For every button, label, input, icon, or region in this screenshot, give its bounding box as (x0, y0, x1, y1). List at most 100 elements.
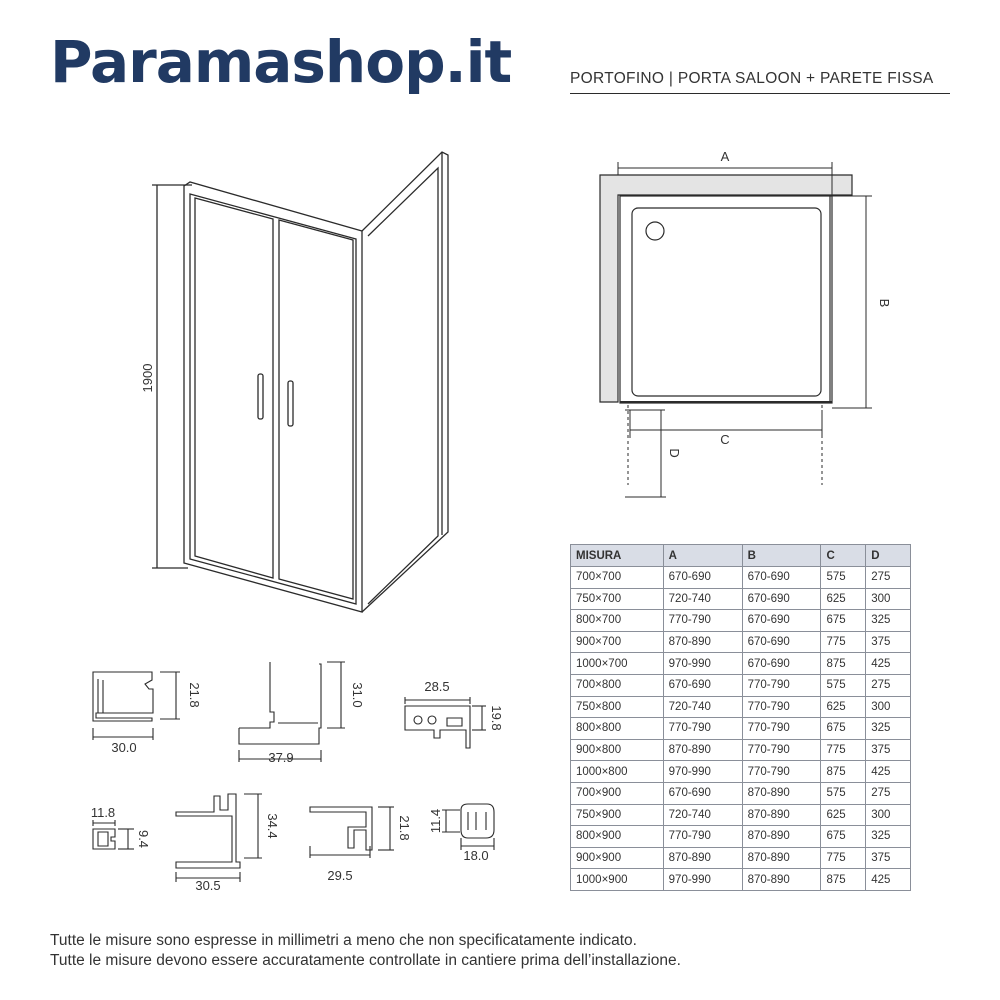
table-cell: 800×800 (570, 717, 664, 740)
table-cell: 900×800 (570, 738, 664, 762)
table-cell: 770-790 (741, 673, 822, 697)
profile-4-height: 9.4 (136, 830, 151, 848)
table-cell: 970-990 (662, 652, 743, 675)
table-cell: 875 (820, 652, 867, 675)
header-misura: MISURA (570, 544, 664, 567)
table-cell: 675 (820, 717, 867, 740)
table-cell: 870-890 (741, 825, 822, 848)
table-cell: 670-690 (662, 566, 743, 589)
table-cell: 670-690 (741, 652, 822, 675)
table-cell: 625 (820, 695, 867, 719)
fixed-panel (361, 151, 449, 613)
profile-4 (92, 820, 134, 850)
table-cell: 275 (865, 781, 911, 805)
notes: Tutte le misure sono espresse in millime… (50, 931, 950, 971)
table-header-row: MISURA A B C D (570, 544, 911, 567)
header-b: B (741, 544, 822, 567)
profile-6 (309, 806, 394, 858)
table-cell: 770-790 (741, 695, 822, 719)
table-cell: 670-690 (662, 673, 743, 697)
table-cell: 275 (865, 566, 911, 589)
table-cell: 870-890 (662, 738, 743, 762)
table-cell: 970-990 (662, 868, 743, 891)
table-cell: 425 (865, 652, 911, 675)
table-cell: 425 (865, 760, 911, 783)
label-a: A (721, 149, 730, 164)
table-cell: 870-890 (741, 803, 822, 827)
profile-1-height: 21.8 (187, 682, 202, 707)
table-cell: 375 (865, 630, 911, 654)
table-cell: 870-890 (662, 630, 743, 654)
table-cell: 775 (820, 630, 867, 654)
table-cell: 1000×800 (570, 760, 664, 783)
table-cell: 875 (820, 868, 867, 891)
table-cell: 575 (820, 781, 867, 805)
table-cell: 750×700 (570, 587, 664, 611)
table-cell: 775 (820, 738, 867, 762)
profile-2 (238, 661, 345, 762)
right-handle (287, 380, 294, 427)
table-cell: 670-690 (741, 630, 822, 654)
right-door (278, 219, 354, 600)
table-cell: 1000×900 (570, 868, 664, 891)
table-cell: 670-690 (741, 587, 822, 611)
table-cell: 300 (865, 803, 911, 827)
label-d: D (667, 448, 682, 457)
table-cell: 875 (820, 760, 867, 783)
table-cell: 300 (865, 587, 911, 611)
product-title: PORTOFINO | PORTA SALOON + PARETE FISSA (570, 70, 950, 94)
table-cell: 770-790 (741, 738, 822, 762)
table-cell: 325 (865, 717, 911, 740)
profile-3 (404, 697, 486, 749)
table-cell: 870-890 (741, 868, 822, 891)
note-line-1: Tutte le misure sono espresse in millime… (50, 932, 637, 949)
profile-2-height: 31.0 (350, 682, 365, 707)
table-cell: 575 (820, 566, 867, 589)
table-cell: 720-740 (662, 803, 743, 827)
profile-5-width: 30.5 (195, 878, 220, 893)
table-cell: 625 (820, 587, 867, 611)
table-cell: 750×900 (570, 803, 664, 827)
table-cell: 720-740 (662, 587, 743, 611)
label-c: C (720, 432, 729, 447)
table-cell: 720-740 (662, 695, 743, 719)
label-b: B (877, 299, 892, 308)
profile-6-height: 21.8 (397, 815, 412, 840)
table-cell: 750×800 (570, 695, 664, 719)
left-handle (257, 373, 264, 420)
table-cell: 800×900 (570, 825, 664, 848)
profile-7-height: 11.4 (428, 809, 443, 833)
table-cell: 675 (820, 609, 867, 632)
table-cell: 700×700 (570, 566, 664, 589)
table-cell: 770-790 (662, 825, 743, 848)
table-cell: 900×900 (570, 846, 664, 870)
table-cell: 770-790 (662, 609, 743, 632)
table-cell: 870-890 (741, 846, 822, 870)
table-cell: 970-990 (662, 760, 743, 783)
table-cell: 670-690 (662, 781, 743, 805)
profile-6-width: 29.5 (327, 868, 352, 883)
table-cell: 325 (865, 825, 911, 848)
left-door (194, 197, 274, 579)
note-line-2: Tutte le misure devono essere accuratame… (50, 952, 681, 969)
table-cell: 870-890 (741, 781, 822, 805)
table-cell: 800×700 (570, 609, 664, 632)
header-a: A (662, 544, 743, 567)
table-cell: 670-690 (741, 609, 822, 632)
